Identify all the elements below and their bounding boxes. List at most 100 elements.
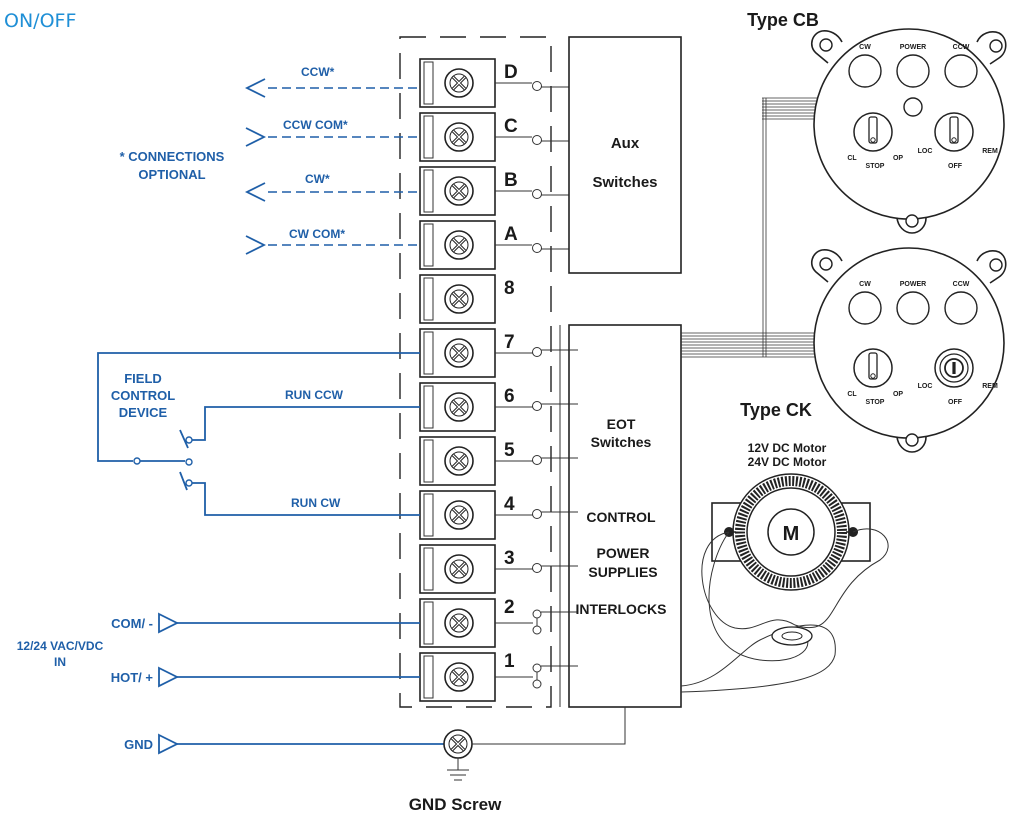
control-box-internal-lines (569, 349, 578, 667)
terminal-screw-icon (443, 499, 475, 531)
terminal-screw-icon (443, 121, 475, 153)
aux-switch-contacts (495, 81, 569, 253)
control-contacts (495, 325, 569, 707)
terminal-label: D (504, 62, 518, 83)
type-ck-rem: REM (982, 383, 998, 390)
type-ck-stop: STOP (866, 399, 885, 406)
gnd-arrow-icon (158, 733, 180, 755)
type-cb-loc: LOC (918, 148, 933, 155)
voltage-label-1: 12/24 VAC/VDC (17, 639, 104, 653)
terminal-screw-icon (443, 553, 475, 585)
key-switch-icon (934, 348, 974, 388)
terminal-row-1: 1 (419, 651, 515, 702)
motor-symbol: M (783, 523, 800, 545)
aux-ccw-label: CCW* (301, 65, 335, 79)
terminal-label: C (504, 116, 518, 137)
type-cb-lamp-power: POWER (900, 44, 926, 51)
terminal-label: A (504, 224, 518, 245)
field-device-label-3: DEVICE (119, 405, 168, 420)
ribbon-cable (681, 97, 840, 358)
terminal-label: 3 (504, 548, 515, 569)
aux-switches-label-2: Switches (592, 174, 657, 191)
local-remote-knob-icon (934, 112, 974, 152)
open-close-knob-icon (853, 112, 893, 152)
terminal-label: 7 (504, 332, 515, 353)
terminal-screw-icon (443, 607, 475, 639)
com-label: COM/ - (111, 616, 153, 631)
com-arrow-icon (158, 612, 180, 634)
type-cb-off: OFF (948, 163, 963, 170)
ccw-arrow-icon (244, 78, 266, 98)
gnd-label: GND (124, 737, 153, 752)
ground-symbol-icon (447, 758, 469, 781)
power-label-2: SUPPLIES (588, 564, 657, 580)
terminal-label: 6 (504, 386, 515, 407)
terminal-block-enclosure (399, 36, 552, 708)
terminal-screw-icon (443, 229, 475, 261)
motor-label-2: 24V DC Motor (748, 455, 827, 469)
hot-label: HOT/ + (111, 670, 154, 685)
aux-cw-com-label: CW COM* (289, 227, 345, 241)
aux-ccw-com-label: CCW COM* (283, 118, 348, 132)
motor-wiring (680, 528, 889, 693)
gnd-wire (472, 707, 626, 745)
interlocks-label: INTERLOCKS (576, 601, 667, 617)
type-ck-loc: LOC (918, 383, 933, 390)
power-supply-wiring (158, 612, 444, 755)
terminal-screw-icon (443, 67, 475, 99)
terminal-label: 2 (504, 597, 515, 618)
type-cb-title: Type CB (747, 10, 819, 30)
type-ck-off: OFF (948, 399, 963, 406)
gnd-screw-label: GND Screw (409, 795, 502, 814)
run-ccw-label: RUN CCW (285, 388, 344, 402)
terminal-screw-icon (443, 175, 475, 207)
aux-switches-box (568, 36, 682, 274)
ccw-com-arrow-icon (245, 127, 267, 147)
terminal-label: B (504, 170, 518, 191)
type-cb-lamp-ccw: CCW (953, 44, 970, 51)
type-ck-lamp-power: POWER (900, 281, 926, 288)
terminal-screw-icon (443, 445, 475, 477)
terminal-label: 5 (504, 440, 515, 461)
type-cb-lamp-cw: CW (859, 44, 871, 51)
terminal-row-2: 2 (419, 597, 515, 648)
field-device-label-2: CONTROL (111, 388, 175, 403)
type-cb-rem: REM (982, 148, 998, 155)
run-cw-label: RUN CW (291, 496, 341, 510)
motor: M (711, 473, 871, 591)
page-title: ON/OFF (4, 10, 76, 32)
field-device-label-1: FIELD (124, 371, 162, 386)
terminal-screw-icon (443, 337, 475, 369)
aux-switches-label-1: Aux (611, 135, 640, 152)
type-ck-lamp-ccw: CCW (953, 281, 970, 288)
control-label: CONTROL (586, 509, 656, 525)
terminal-row-8: 8 (419, 274, 515, 324)
optional-note-2: OPTIONAL (138, 167, 205, 182)
terminal-strip: D C B A 8 7 (419, 58, 518, 702)
cw-arrow-icon (244, 182, 266, 202)
type-ck-station (810, 247, 1007, 453)
type-cb-station (810, 28, 1007, 234)
hot-arrow-icon (158, 666, 180, 688)
type-cb-cl: CL (847, 155, 857, 162)
terminal-label: 4 (504, 494, 515, 515)
aux-cw-label: CW* (305, 172, 330, 186)
motor-label-1: 12V DC Motor (748, 441, 827, 455)
type-cb-stop: STOP (866, 163, 885, 170)
type-ck-cl: CL (847, 391, 857, 398)
terminal-label: 8 (504, 278, 515, 299)
power-label-1: POWER (597, 545, 650, 561)
type-ck-lamp-cw: CW (859, 281, 871, 288)
terminal-screw-icon (443, 391, 475, 423)
type-ck-title: Type CK (740, 400, 812, 420)
terminal-screw-icon (443, 283, 475, 315)
type-cb-op: OP (893, 155, 903, 162)
terminal-label: 1 (504, 651, 515, 672)
eot-label-2: Switches (591, 434, 652, 450)
field-control-wiring (97, 352, 420, 516)
optional-note-1: * CONNECTIONS (120, 149, 225, 164)
eot-label-1: EOT (607, 416, 636, 432)
type-ck-op: OP (893, 391, 903, 398)
gnd-screw-icon (442, 728, 474, 760)
